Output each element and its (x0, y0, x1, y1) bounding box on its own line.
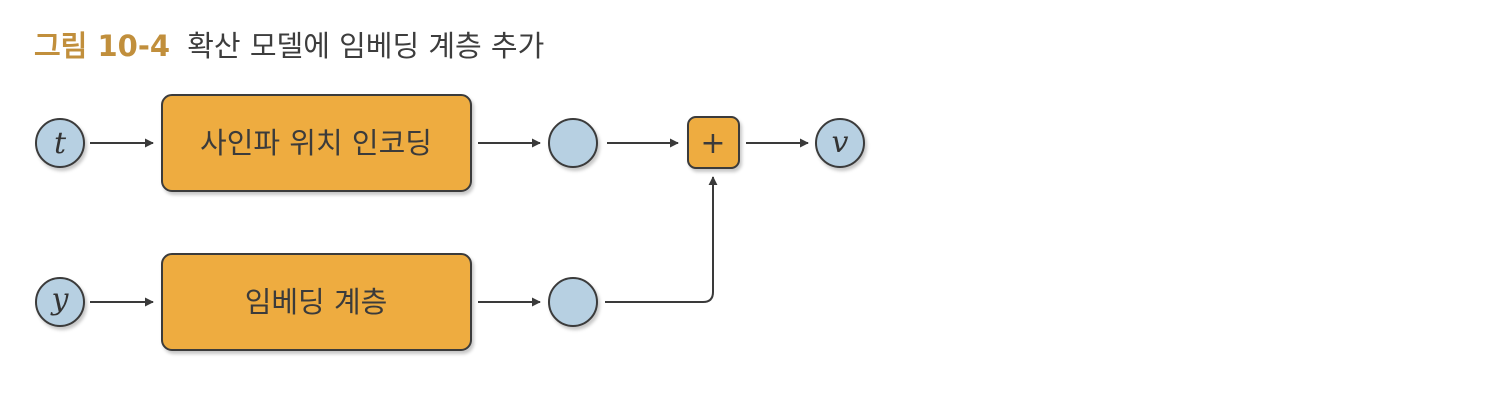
plus-icon: + (700, 126, 725, 161)
t-input-node: t (35, 118, 85, 168)
figure-caption: 그림 10-4 확산 모델에 임베딩 계층 추가 (34, 26, 544, 66)
v-variable-label: v (832, 125, 849, 160)
y-variable-label: y (50, 282, 70, 317)
y-input-node: y (35, 277, 85, 327)
sinusoidal-encoding-box: 사인파 위치 인코딩 (161, 94, 472, 192)
encoding-output-node (548, 118, 598, 168)
sinusoidal-encoding-label: 사인파 위치 인코딩 (200, 126, 432, 160)
embedding-layer-label: 임베딩 계층 (245, 285, 388, 319)
embedding-layer-box: 임베딩 계층 (161, 253, 472, 351)
figure-number: 그림 10-4 (34, 29, 171, 63)
embedding-output-node (548, 277, 598, 327)
add-operation-node: + (687, 116, 740, 169)
figure-title: 확산 모델에 임베딩 계층 추가 (187, 29, 545, 63)
v-output-node: v (815, 118, 865, 168)
arrow-embedding-vector-to-add (605, 176, 718, 303)
t-variable-label: t (54, 126, 67, 161)
